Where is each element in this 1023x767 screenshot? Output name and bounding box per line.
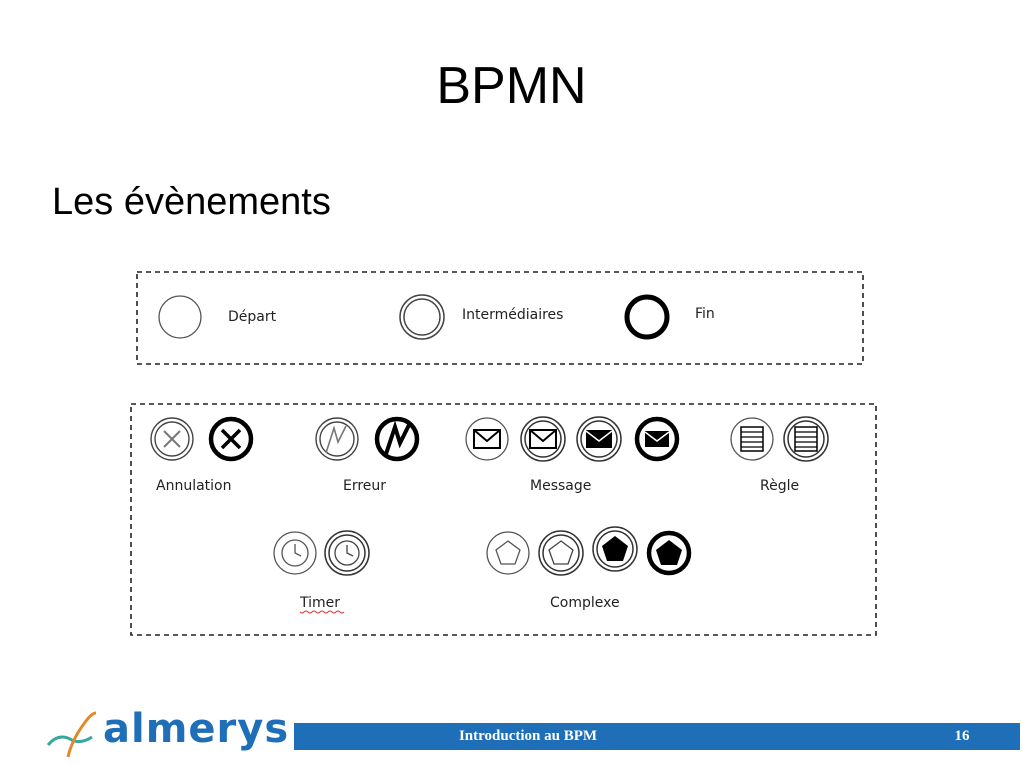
rule-start-icon bbox=[730, 417, 774, 461]
cancel-intermediate-icon bbox=[150, 417, 194, 461]
message-intermediate-catch-icon bbox=[520, 416, 566, 462]
timer-intermediate-icon bbox=[324, 530, 370, 576]
error-intermediate-icon bbox=[315, 417, 359, 461]
timer-label: Timer bbox=[299, 595, 340, 611]
complex-intermediate-catch-icon bbox=[538, 530, 584, 576]
start-event-label: Départ bbox=[228, 309, 277, 325]
error-label: Erreur bbox=[343, 478, 386, 494]
rule-intermediate-icon bbox=[783, 416, 829, 462]
typed-events-frame bbox=[130, 403, 877, 636]
start-event-icon bbox=[158, 295, 202, 339]
almerys-logo-icon bbox=[46, 711, 97, 758]
intermediate-event-icon bbox=[399, 294, 445, 340]
message-intermediate-throw-icon bbox=[576, 416, 622, 462]
footer-bar bbox=[294, 723, 1020, 750]
intermediate-event-label: Intermédiaires bbox=[462, 307, 563, 323]
message-end-icon bbox=[634, 416, 680, 462]
message-label: Message bbox=[530, 478, 591, 494]
complex-end-icon bbox=[646, 530, 692, 576]
complex-label: Complexe bbox=[550, 595, 620, 611]
footer-title: Introduction au BPM bbox=[458, 728, 598, 744]
spellcheck-underline bbox=[299, 610, 345, 614]
logo-text: almerys bbox=[103, 706, 290, 752]
cancel-label: Annulation bbox=[156, 478, 231, 494]
basic-events-frame bbox=[136, 271, 864, 365]
cancel-end-icon bbox=[208, 416, 254, 462]
error-end-icon bbox=[374, 416, 420, 462]
rule-label: Règle bbox=[760, 478, 799, 494]
slide-title: BPMN bbox=[436, 57, 587, 115]
complex-start-icon bbox=[486, 531, 530, 575]
end-event-label: Fin bbox=[695, 306, 715, 322]
message-start-icon bbox=[465, 417, 509, 461]
slide-subtitle: Les évènements bbox=[52, 181, 331, 223]
timer-start-icon bbox=[273, 531, 317, 575]
end-event-icon bbox=[624, 294, 670, 340]
complex-intermediate-throw-icon bbox=[592, 526, 638, 572]
page-number: 16 bbox=[954, 728, 970, 744]
